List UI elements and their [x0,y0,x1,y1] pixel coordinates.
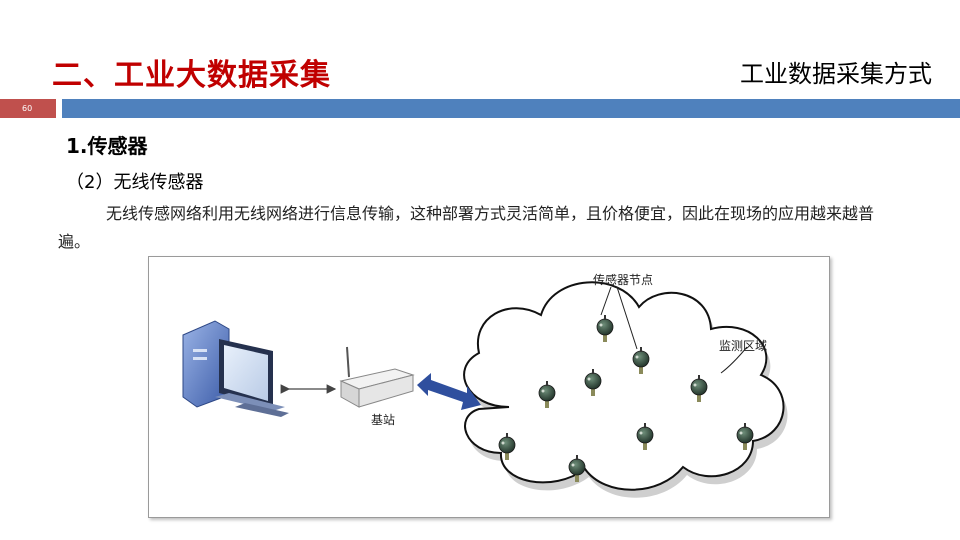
section-heading: 1.传感器 [66,134,148,158]
sensor-node-icon [632,347,650,374]
computer-icon [182,320,289,417]
sensor-node-icon [568,455,586,482]
router-icon [339,346,415,408]
monitoring-area-label: 监测区域 [719,339,768,353]
base-station-label: 基站 [371,413,396,427]
wireless-link-arrow [417,373,481,410]
slide-topic: 工业数据采集方式 [740,60,932,88]
page-number-badge: 60 [0,99,56,118]
sensor-node-icon [736,423,754,450]
sensor-node-label: 传感器节点 [593,273,654,287]
slide-title: 二、工业大数据采集 [52,58,331,93]
sensor-node-icon [538,381,556,408]
wireless-sensor-network-diagram: 传感器节点 监测区域 基站 [148,256,830,518]
sensor-node-icon [584,369,602,396]
header-bar [62,99,960,118]
sensor-node-icon [596,315,614,342]
body-paragraph: 无线传感网络利用无线网络进行信息传输，这种部署方式灵活简单，且价格便宜，因此在现… [58,204,875,251]
sensor-node-icon [636,423,654,450]
sub-heading: （2）无线传感器 [66,172,204,193]
sensor-node-icons [498,315,754,482]
cloud-shape [463,281,788,498]
sensor-node-icon [690,375,708,402]
sensor-node-icon [498,433,516,460]
